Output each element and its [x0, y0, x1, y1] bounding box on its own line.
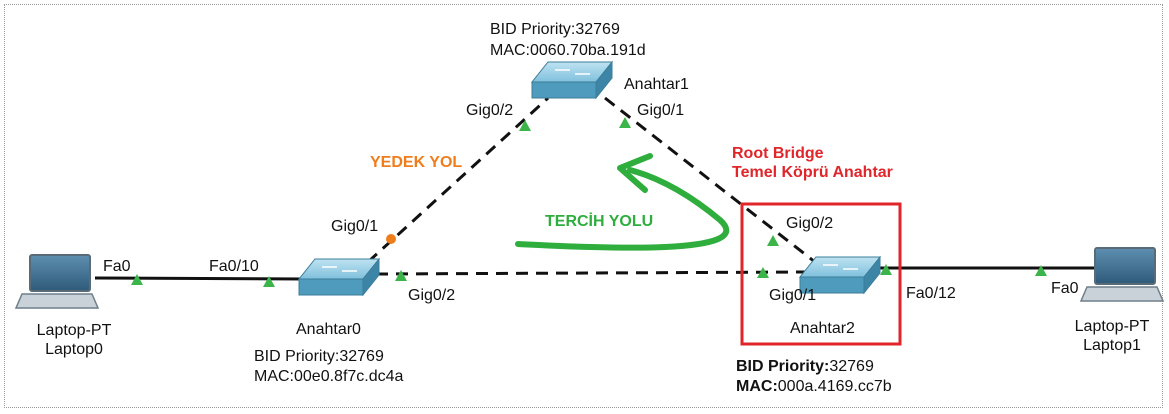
switch-anahtar1-icon[interactable]	[530, 60, 614, 100]
link-laptop0-anahtar0	[94, 276, 306, 281]
preferred-path-label: TERCİH YOLU	[545, 213, 654, 230]
anahtar0-name: Anahtar0	[296, 321, 361, 338]
port-up-laptop0-fa0	[131, 274, 143, 285]
port-blocked-anahtar0-gig01	[386, 234, 396, 244]
switch-anahtar2-icon[interactable]	[798, 255, 882, 295]
port-label-anahtar1-gig01: Gig0/1	[637, 102, 685, 119]
port-label-anahtar0-gig02: Gig0/2	[408, 287, 456, 304]
port-up-anahtar1-gig02	[519, 120, 531, 131]
anahtar2-name: Anahtar2	[790, 320, 855, 337]
backup-path-label: YEDEK YOL	[370, 154, 463, 171]
port-label-anahtar2-fa012: Fa0/12	[906, 285, 956, 302]
port-label-laptop0-fa0: Fa0	[103, 258, 131, 275]
anahtar2-bid: BID Priority:32769	[736, 358, 874, 375]
root-bridge-label: Root Bridge	[732, 145, 824, 162]
port-up-anahtar0-gig02	[395, 270, 407, 281]
port-label-anahtar0-fa010: Fa0/10	[209, 258, 259, 275]
anahtar1-name: Anahtar1	[624, 76, 689, 93]
link-anahtar1-anahtar2	[604, 96, 816, 264]
diagram-frame	[4, 4, 1163, 408]
port-label-anahtar2-gig01: Gig0/1	[769, 287, 817, 304]
preferred-path-arrow	[515, 167, 730, 251]
root-bridge-box	[740, 202, 902, 346]
laptop0-type: Laptop-PT	[36, 322, 112, 339]
laptop1-type: Laptop-PT	[1074, 318, 1150, 335]
root-bridge-sublabel: Temel Köprü Anahtar	[732, 164, 893, 181]
anahtar2-mac: MAC:000a.4169.cc7b	[736, 378, 892, 395]
port-up-anahtar1-gig01	[619, 117, 631, 128]
port-up-anahtar0-fa010	[263, 276, 275, 287]
port-label-anahtar1-gig02: Gig0/2	[466, 102, 514, 119]
preferred-path-arrowhead	[617, 153, 653, 193]
port-up-laptop1-fa0	[1035, 265, 1047, 276]
port-label-laptop1-fa0: Fa0	[1051, 280, 1079, 297]
laptop1-icon[interactable]	[1079, 247, 1165, 302]
port-up-anahtar2-fa012	[880, 264, 892, 275]
link-anahtar0-anahtar1	[366, 96, 550, 264]
port-label-anahtar2-gig02: Gig0/2	[786, 215, 834, 232]
laptop0-icon[interactable]	[14, 254, 100, 309]
laptop1-name: Laptop1	[1083, 337, 1141, 354]
anahtar1-bid: BID Priority:32769	[490, 21, 620, 38]
anahtar0-bid: BID Priority:32769	[254, 348, 384, 365]
port-up-anahtar2-gig01	[757, 267, 769, 278]
anahtar0-mac: MAC:00e0.8f7c.dc4a	[254, 368, 404, 385]
port-up-anahtar2-gig02	[767, 235, 779, 246]
switch-anahtar0-icon[interactable]	[297, 257, 381, 297]
anahtar1-mac: MAC:0060.70ba.191d	[490, 42, 646, 59]
port-label-anahtar0-gig01: Gig0/1	[331, 218, 379, 235]
laptop0-name: Laptop0	[45, 341, 103, 358]
link-anahtar0-anahtar2	[375, 270, 806, 276]
